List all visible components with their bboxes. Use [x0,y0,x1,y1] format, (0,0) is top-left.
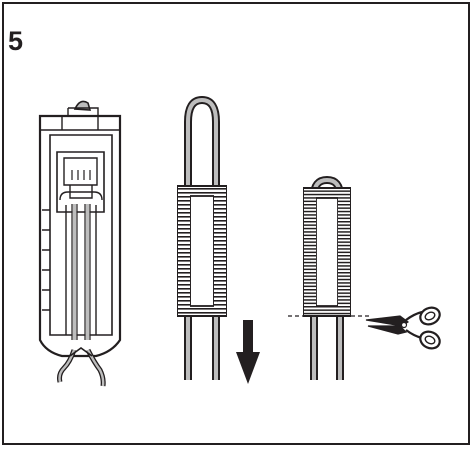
down-arrow-icon [236,320,260,384]
u-loop-with-yarn [177,95,227,380]
step-number: 5 [8,26,24,56]
u-loop-cut [288,175,372,380]
scissors-icon [365,306,441,350]
fringe-maker-tool [38,100,122,387]
